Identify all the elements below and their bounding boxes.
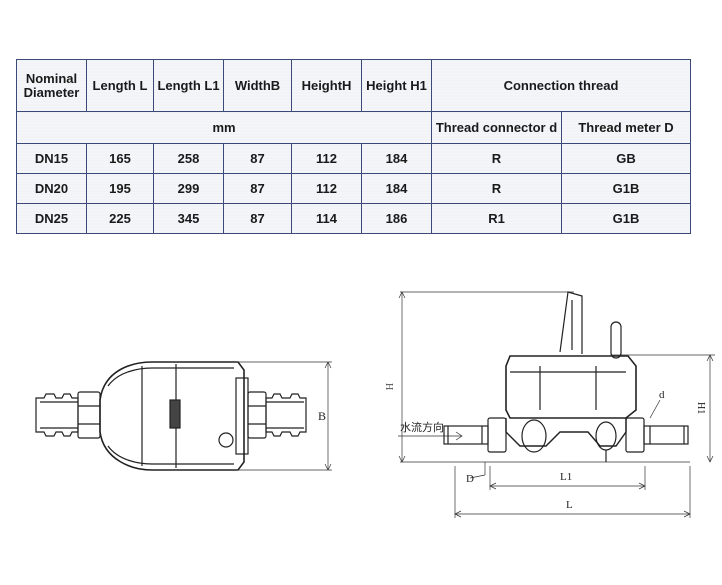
table-cell: 184 <box>361 143 432 174</box>
label-b: B <box>318 409 326 423</box>
meter-top-view-drawing: B <box>35 361 332 471</box>
left-side-connector-shape <box>443 425 489 445</box>
table-cell: 225 <box>86 203 154 234</box>
table-cell: 258 <box>153 143 224 174</box>
header-height-h1: Height H1 <box>361 59 432 112</box>
table-cell: 186 <box>361 203 432 234</box>
table-cell: 184 <box>361 173 432 204</box>
header-thread-meter: Thread meter D <box>561 111 691 144</box>
right-connector-shape <box>265 393 307 437</box>
left-side-nut-shape <box>487 417 507 453</box>
table-cell: R <box>431 143 562 174</box>
left-nut-shape <box>77 391 101 439</box>
table-cell: GB <box>561 143 691 174</box>
right-nut-shape <box>247 391 267 439</box>
table-header-row: Nominal Diameter Length L Length L1 Widt… <box>16 59 691 112</box>
table-cell: 345 <box>153 203 224 234</box>
header-length-l: Length L <box>86 59 154 112</box>
table-cell: 114 <box>291 203 362 234</box>
label-d-big: D <box>466 473 474 485</box>
table-cell: 195 <box>86 173 154 204</box>
header-nominal-diameter: Nominal Diameter <box>16 59 87 112</box>
table-row: DN25 225 345 87 114 186 R1 G1B <box>16 203 691 234</box>
header-thread-connector: Thread connector d <box>431 111 562 144</box>
table-cell: 87 <box>223 143 292 174</box>
label-d-small: d <box>659 389 665 401</box>
unit-label: mm <box>16 111 432 144</box>
table-cell: DN20 <box>16 173 87 204</box>
header-connection-thread: Connection thread <box>431 59 691 112</box>
meter-side-view-drawing: H H1 d D L1 L 水流方向 <box>383 291 715 518</box>
table-row: DN15 165 258 87 112 184 R GB <box>16 143 691 174</box>
table-cell: 112 <box>291 173 362 204</box>
label-h: H <box>383 383 394 390</box>
table-cell: 87 <box>223 203 292 234</box>
label-l1: L1 <box>560 471 572 483</box>
antenna-shape <box>610 321 622 359</box>
pipe-body-shape <box>505 418 627 447</box>
table-cell: 112 <box>291 143 362 174</box>
table-cell: DN15 <box>16 143 87 174</box>
left-connector-shape <box>35 393 79 437</box>
table-cell: 299 <box>153 173 224 204</box>
table-cell: 165 <box>86 143 154 174</box>
right-side-connector-shape <box>643 425 689 445</box>
lid-shape <box>559 291 583 354</box>
table-cell: DN25 <box>16 203 87 234</box>
header-height-h: HeightH <box>291 59 362 112</box>
right-side-nut-shape <box>625 417 645 453</box>
table-cell: R <box>431 173 562 204</box>
table-unit-row: mm Thread connector d Thread meter D <box>16 111 691 144</box>
spec-table: Nominal Diameter Length L Length L1 Widt… <box>16 59 691 234</box>
table-row: DN20 195 299 87 112 184 R G1B <box>16 173 691 204</box>
label-h1: H1 <box>695 402 706 414</box>
flow-direction-text: 水流方向 <box>400 420 444 434</box>
head-module-shape <box>505 355 637 419</box>
header-width-b: WidthB <box>223 59 292 112</box>
header-length-l1: Length L1 <box>153 59 224 112</box>
meter-body-shape <box>99 361 245 471</box>
label-l: L <box>566 499 573 511</box>
table-cell: 87 <box>223 173 292 204</box>
body-screw-shape <box>218 432 234 448</box>
body-window-shape <box>169 399 181 429</box>
table-cell: R1 <box>431 203 562 234</box>
table-cell: G1B <box>561 173 691 204</box>
table-cell: G1B <box>561 203 691 234</box>
